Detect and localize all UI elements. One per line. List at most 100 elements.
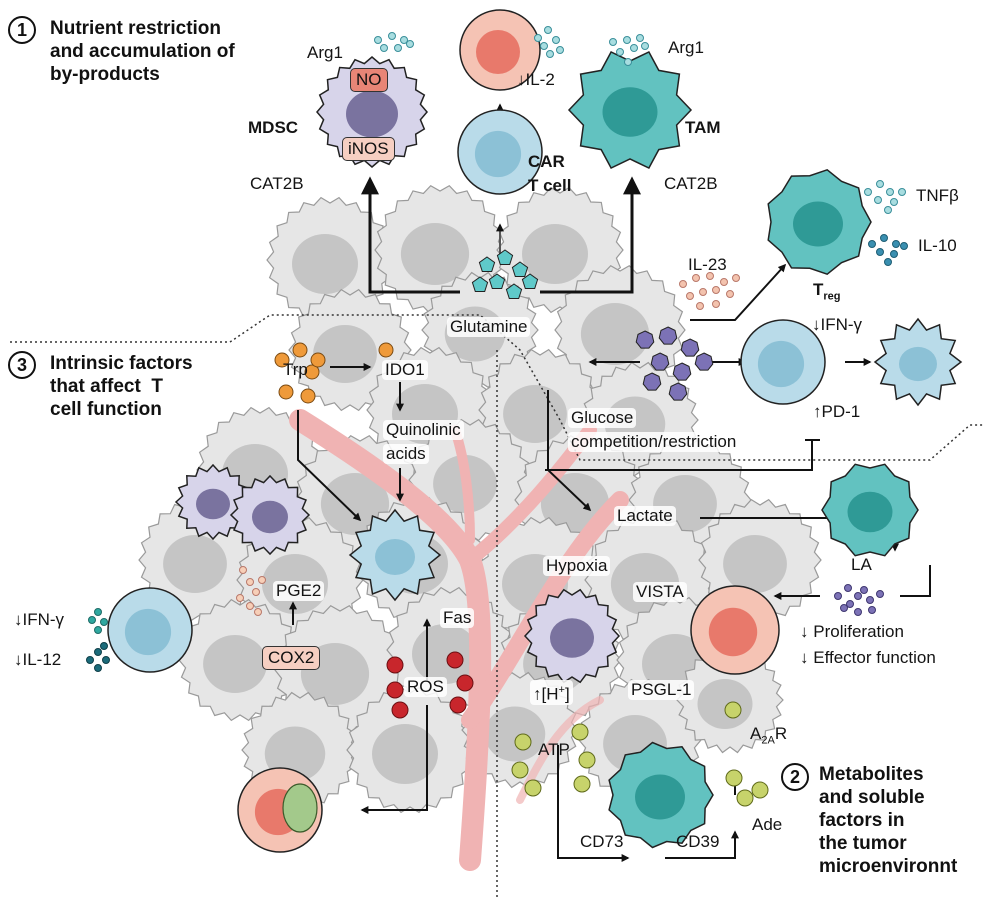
decrease-arrow: ↓ xyxy=(800,622,809,641)
pge2-particle xyxy=(239,566,247,574)
psgl1-label: PSGL-1 xyxy=(628,680,695,700)
tnfb-particle xyxy=(874,196,882,204)
glutamine-molecule xyxy=(496,249,514,265)
il10-label: IL-10 xyxy=(918,236,957,255)
il23-particle xyxy=(712,286,720,294)
trp-molecule xyxy=(378,342,394,358)
proliferation-label: ↓ Proliferation xyxy=(800,622,904,642)
dying-t-cell-nucleus xyxy=(899,346,937,382)
tnfb-label: TNFβ xyxy=(916,186,959,205)
arg1-label-tam: Arg1 xyxy=(668,38,704,57)
atp-adenosine-molecule xyxy=(725,769,743,787)
ifng-label-left: ↓IFN-γ xyxy=(14,610,65,629)
glucose-molecule xyxy=(642,372,662,391)
la-particle xyxy=(846,600,854,608)
pge2-particle xyxy=(236,594,244,602)
glucose-molecule xyxy=(680,338,700,357)
section-title-2: Metabolites and soluble factors in the t… xyxy=(819,764,958,877)
treg-label: Treg xyxy=(813,280,841,306)
cd39-label: CD39 xyxy=(676,832,720,851)
atp-adenosine-molecule xyxy=(724,701,742,719)
il10-particle xyxy=(868,240,876,248)
car-t-label-line1: CAR xyxy=(528,152,565,171)
section-title-1: Nutrient restriction and accumulation of… xyxy=(50,18,235,85)
glutamine-label: Glutamine xyxy=(447,317,531,337)
tumor-nucleus xyxy=(400,223,470,285)
atp-adenosine-molecule xyxy=(514,733,532,751)
arg1-particle xyxy=(374,36,382,44)
il12-particle xyxy=(94,648,102,656)
decrease-arrow: ↓ xyxy=(800,648,809,667)
trp-molecule xyxy=(274,352,290,368)
tumor-nucleus xyxy=(697,679,753,729)
ade-label: Ade xyxy=(752,815,783,834)
la-particle xyxy=(860,586,868,594)
il2-particle xyxy=(534,34,542,42)
inos-label: iNOS xyxy=(342,137,395,161)
arg1-particle xyxy=(406,40,414,48)
glutamine-molecule xyxy=(471,276,489,292)
il23-particle xyxy=(686,292,694,300)
trp-molecule xyxy=(300,388,316,404)
atp-adenosine-molecule xyxy=(578,751,596,769)
arg1-particle xyxy=(400,36,408,44)
il12-label: ↓IL-12 xyxy=(14,650,62,669)
no-label: NO xyxy=(350,68,388,92)
il23-particle xyxy=(696,302,704,310)
pge2-label: PGE2 xyxy=(273,581,325,601)
il10-particle xyxy=(900,242,908,250)
car-t-label-line2: T cell xyxy=(528,176,572,195)
section-number-2: 2 xyxy=(781,763,809,791)
tumor-nucleus xyxy=(522,224,588,284)
tnfb-particle xyxy=(886,188,894,196)
il23-particle xyxy=(732,274,740,282)
arg1-particle xyxy=(616,48,624,56)
glutamine-molecule xyxy=(488,273,506,289)
il23-particle xyxy=(712,300,720,308)
arg1-particle xyxy=(609,38,617,46)
arg1-particle xyxy=(641,42,649,50)
la-particle xyxy=(876,590,884,598)
atp-adenosine-molecule xyxy=(736,789,754,807)
a2ar-suffix: R xyxy=(774,724,788,743)
quinolinic-label-line1: Quinolinic xyxy=(383,420,464,440)
effector-function-label: ↓ Effector function xyxy=(800,648,936,668)
fas-label: Fas xyxy=(440,608,475,628)
il10-particle xyxy=(884,258,892,266)
a2ar-sub: 2A xyxy=(761,734,775,747)
il23-particle xyxy=(699,288,707,296)
cat2b-label-tam: CAT2B xyxy=(664,174,718,193)
il23-particle xyxy=(706,272,714,280)
glucose-molecule xyxy=(668,382,688,401)
mdsc-cell-nucleus xyxy=(550,618,594,658)
arg1-particle xyxy=(624,58,632,66)
glutamine-molecule xyxy=(478,256,496,272)
glucose-molecule xyxy=(658,326,678,345)
dendritic-t-cell-nucleus xyxy=(124,608,172,656)
h-plus-label: ↑[H+] xyxy=(530,680,573,705)
h-plus-suffix: ] xyxy=(564,684,570,704)
ifng-particle xyxy=(88,616,96,624)
glucose-molecule xyxy=(635,330,655,349)
atp-adenosine-molecule xyxy=(571,723,589,741)
glucose-molecule xyxy=(694,352,714,371)
la-particle xyxy=(868,606,876,614)
tnfb-particle xyxy=(864,188,872,196)
cd73-label: CD73 xyxy=(580,832,624,851)
glucose-label-line2: competition/restriction xyxy=(568,432,740,452)
arg1-particle xyxy=(630,44,638,52)
tnfb-particle xyxy=(898,188,906,196)
section-divider xyxy=(10,314,984,897)
a2ar-main: A xyxy=(750,724,762,743)
la-particle xyxy=(866,596,874,604)
tumor-nucleus xyxy=(203,635,267,693)
h-plus-prefix: ↑[H xyxy=(533,684,559,704)
arg1-particle xyxy=(623,36,631,44)
effector-function-text: Effector function xyxy=(813,648,936,667)
ros-molecule xyxy=(386,656,404,674)
tumor-nucleus xyxy=(580,303,650,365)
ifng-particle xyxy=(94,608,102,616)
arg1-label-mdsc: Arg1 xyxy=(307,43,343,62)
effector-t-cell-nucleus xyxy=(708,607,758,657)
